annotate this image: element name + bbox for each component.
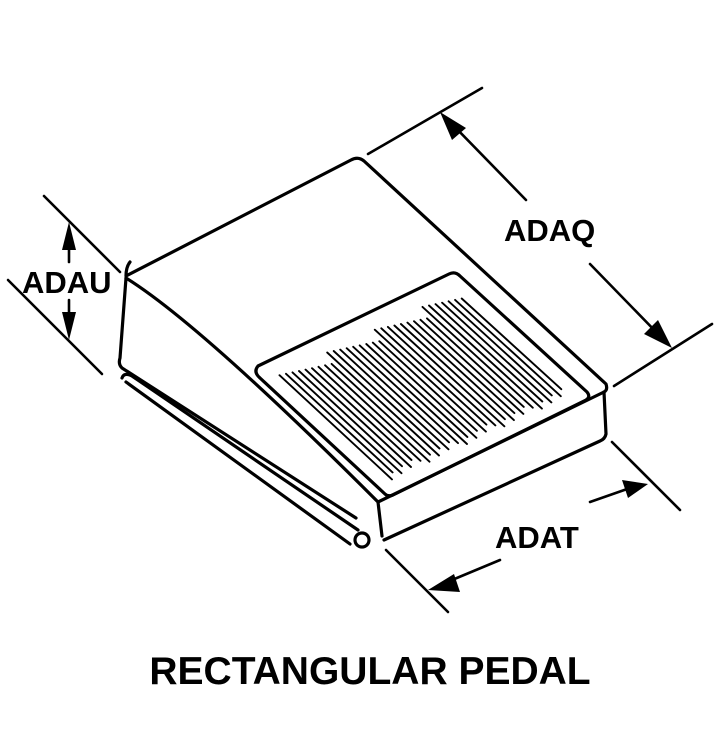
tread-lines [278,297,563,481]
tread-line [434,303,544,403]
dimension-adau: ADAU [6,194,122,376]
pedal-front-bottom-edge [376,500,384,538]
tread-line [317,365,422,462]
adat-arrow-right [622,480,648,498]
adat-label: ADAT [495,520,579,555]
tread-line [345,347,450,444]
adaq-extension-line-top [366,86,484,156]
pedal-left-face [117,276,358,520]
tread-line [285,372,394,474]
tread-line [330,362,431,456]
tread-line [304,368,412,468]
pedal-body [117,156,609,549]
tread-line [413,320,516,415]
tread-line [311,367,413,461]
tread-pad [254,271,591,498]
tread-line [324,364,431,463]
adaq-label: ADAQ [504,213,595,248]
adau-arrow-top [62,222,76,250]
pedal-top-left-edge [124,276,380,504]
tread-line [428,304,543,410]
adaq-extension-line-bottom [612,322,714,388]
adat-extension-line-right [610,440,682,512]
adaq-dimension-line-lower [588,262,662,338]
pedal-front-face [382,390,608,542]
tread-line [373,328,487,433]
pedal-top-surface [124,156,609,504]
tread-line [419,318,525,415]
dimension-adaq: ADAQ [366,86,714,388]
tread-pad-outline [254,271,591,498]
tread-line [460,297,563,391]
tread-line [298,370,403,468]
adaq-arrow-top [440,112,466,140]
tread-line [365,343,469,438]
tread-line [441,301,553,404]
tread-line [406,321,515,422]
tread-line [421,305,534,409]
pedal-base-plate [120,372,360,546]
adau-extension-line-bottom [6,278,104,376]
tread-line [371,341,478,439]
tread-line [378,340,478,432]
tread-line [326,351,440,457]
tread-line [339,348,450,451]
diagram-title: RECTANGULAR PEDAL [149,650,590,693]
adaq-arrow-bottom [644,320,672,348]
tread-line [291,371,403,475]
dimension-adat: ADAT [384,440,682,614]
tread-line [454,298,562,398]
adau-arrow-bottom [62,312,76,340]
adat-dimension-line-right [588,486,632,504]
tread-line [352,345,459,445]
pedal-hinge [353,531,371,549]
adau-extension-line-top [42,194,122,274]
adat-extension-line-left [384,548,450,614]
tread-line [399,323,506,421]
tread-line [386,325,497,427]
tread-line [393,324,506,428]
adat-dimension-line-left [450,558,502,582]
tread-line [332,350,441,450]
adaq-dimension-line-upper [450,122,528,202]
tread-line [426,317,525,408]
adau-label: ADAU [22,265,112,300]
tread-line [278,374,393,481]
tread-line [358,344,468,445]
adat-arrow-left [428,574,460,592]
tread-line [447,300,553,397]
tread-line [380,327,488,426]
